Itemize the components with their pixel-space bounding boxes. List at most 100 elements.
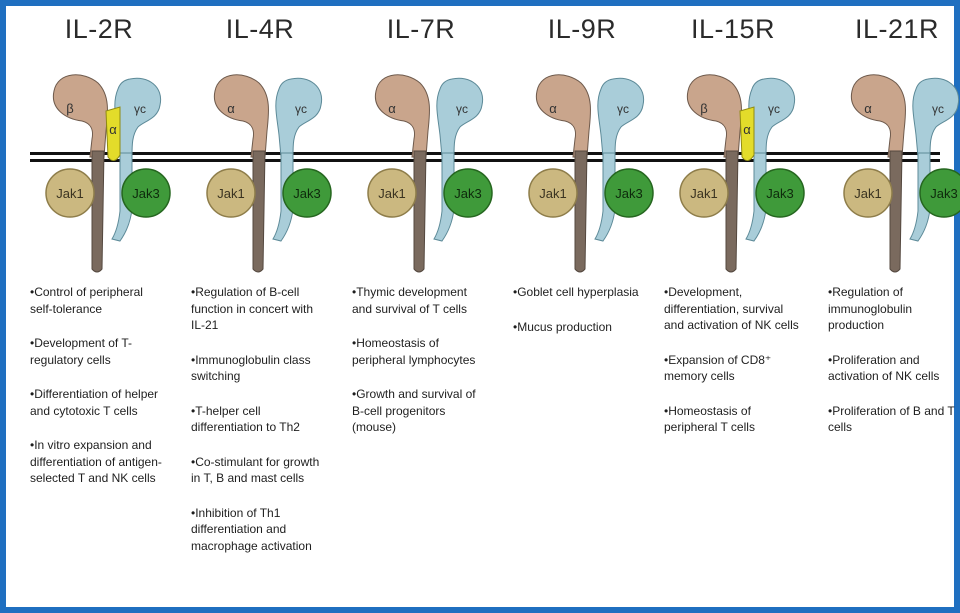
chain-label: β: [66, 101, 73, 116]
function-list: •Regulation of immunoglobulin production…: [828, 284, 960, 454]
left-chain-lobe: [535, 74, 592, 158]
gamma-chain-lobe: [114, 77, 162, 158]
jak3-kinase: [443, 168, 493, 218]
chain-label: γc: [768, 102, 780, 116]
chain-label: α: [549, 101, 557, 116]
left-chain-stalk: [725, 150, 739, 273]
function-item: •Inhibition of Th1 differentiation and m…: [191, 505, 312, 553]
left-chain-stalk: [889, 150, 903, 273]
jak3-label: Jak3: [293, 186, 320, 201]
chain-label: γc: [456, 102, 468, 116]
function-item: •Goblet cell hyperplasia: [513, 285, 639, 299]
function-item: •Development, differentiation, survival …: [664, 285, 799, 332]
jak3-kinase: [755, 168, 805, 218]
function-item: •Homeostasis of peripheral T cells: [664, 403, 755, 435]
function-item: •Homeostasis of peripheral lymphocytes: [352, 336, 476, 367]
jak1-kinase: [843, 168, 893, 218]
gamma-chain-lobe: [748, 77, 796, 158]
jak3-label: Jak3: [454, 186, 481, 201]
alpha-subunit: [105, 106, 121, 161]
jak1-kinase: [528, 168, 578, 218]
function-list: •Thymic development and survival of T ce…: [352, 284, 490, 454]
jak3-kinase: [604, 168, 654, 218]
left-chain-lobe: [686, 74, 743, 158]
jak3-label: Jak3: [930, 186, 957, 201]
jak1-label: Jak1: [854, 186, 881, 201]
jak3-label: Jak3: [132, 186, 159, 201]
jak3-kinase: [121, 168, 171, 218]
gamma-chain-lobe: [436, 77, 484, 158]
receptor-title: IL-2R: [64, 14, 134, 44]
left-chain-lobe: [374, 74, 431, 158]
chain-label: γc: [617, 102, 629, 116]
left-chain-lobe: [52, 74, 109, 158]
chain-label: γc: [134, 102, 146, 116]
function-item: •Expansion of CD8⁺ memory cells: [664, 352, 772, 384]
left-chain-lobe: [213, 74, 270, 158]
jak1-label: Jak1: [217, 186, 244, 201]
left-chain-stalk: [413, 150, 427, 273]
function-item: •Immunoglobulin class switching: [191, 352, 311, 384]
left-chain-stalk: [574, 150, 588, 273]
receptor-title: IL-15R: [690, 14, 776, 44]
function-item: •Thymic development and survival of T ce…: [352, 285, 467, 316]
function-list: •Control of peripheral self-tolerance •De…: [30, 284, 168, 505]
function-item: •T-helper cell differentiation to Th2: [191, 403, 300, 435]
gamma-chain-lobe: [597, 77, 645, 158]
left-chain-lobe: [850, 74, 907, 158]
function-item: •Growth and survival of B-cell progenito…: [352, 387, 476, 434]
chain-label: α: [864, 101, 872, 116]
jak1-label: Jak1: [690, 186, 717, 201]
function-list: •Development, differentiation, survival …: [664, 284, 802, 454]
function-item: •Control of peripheral self-tolerance: [30, 285, 143, 316]
function-item: •Differentiation of helper and cytotoxic…: [30, 387, 159, 418]
membrane-line-bottom: [30, 159, 940, 162]
jak1-kinase: [367, 168, 417, 218]
chain-label: α: [388, 101, 396, 116]
jak3-kinase: [919, 168, 960, 218]
jak3-kinase: [282, 168, 332, 218]
function-item: •In vitro expansion and differentiation …: [30, 438, 162, 485]
jak1-kinase: [206, 168, 256, 218]
receptor-title: IL-7R: [386, 14, 456, 44]
jak1-kinase: [679, 168, 729, 218]
jak3-label: Jak3: [615, 186, 642, 201]
function-item: •Co-stimulant for growth in T, B and mas…: [191, 454, 320, 486]
function-item: •Regulation of B-cell function in concer…: [191, 285, 314, 332]
chain-label: γc: [295, 102, 307, 116]
function-item: •Regulation of immunoglobulin production: [828, 285, 913, 332]
left-chain-stalk: [91, 150, 105, 273]
receptor-title: IL-4R: [225, 14, 295, 44]
function-list: •Regulation of B-cell function in concer…: [191, 284, 329, 572]
receptor-title: IL-9R: [547, 14, 617, 44]
gamma-chain-lobe: [275, 77, 323, 158]
function-list: •Goblet cell hyperplasia•Mucus productio…: [513, 284, 651, 353]
jak1-kinase: [45, 168, 95, 218]
left-chain-stalk: [252, 150, 266, 273]
jak1-label: Jak1: [56, 186, 83, 201]
jak3-label: Jak3: [766, 186, 793, 201]
function-item: •Development of T-regulatory cells: [30, 336, 133, 367]
chain-label: β: [700, 101, 707, 116]
alpha-subunit: [739, 106, 755, 161]
receptor-title: IL-21R: [854, 14, 940, 44]
chain-label: α: [109, 122, 117, 137]
membrane-line-top: [30, 152, 940, 155]
jak1-label: Jak1: [378, 186, 405, 201]
chain-label: α: [227, 101, 235, 116]
function-item: •Proliferation of B and T cells: [828, 403, 955, 435]
jak1-label: Jak1: [539, 186, 566, 201]
function-item: •Proliferation and activation of NK cell…: [828, 352, 940, 384]
chain-label: γc: [932, 102, 944, 116]
